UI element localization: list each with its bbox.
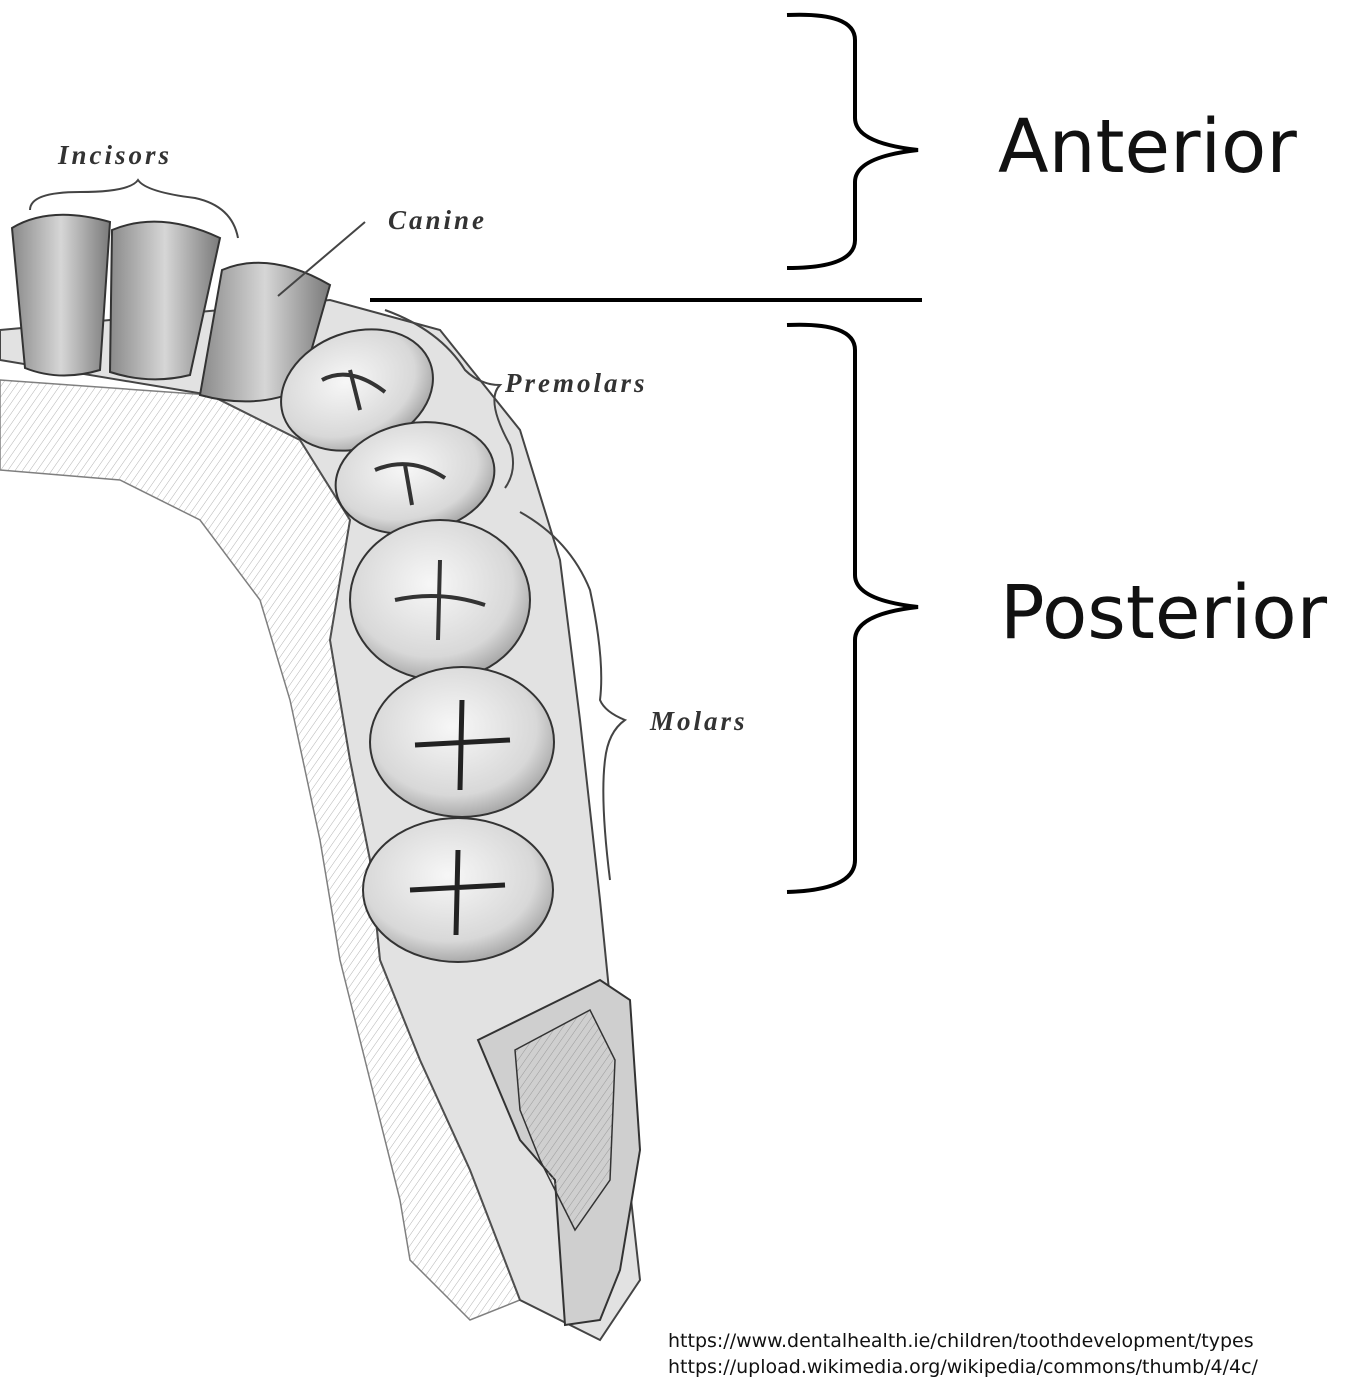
canine-label: Canine [388, 205, 487, 236]
incisors-label: Incisors [58, 140, 172, 171]
source-link-1[interactable]: https://www.dentalhealth.ie/children/too… [668, 1330, 1254, 1352]
anterior-brace [787, 15, 918, 268]
molar-teeth [350, 520, 554, 962]
premolars-label: Premolars [505, 368, 648, 399]
incisor-teeth [12, 215, 220, 380]
posterior-label: Posterior [1000, 576, 1327, 650]
posterior-brace [787, 325, 918, 892]
molars-label: Molars [650, 706, 748, 737]
anterior-label: Anterior [998, 110, 1297, 184]
